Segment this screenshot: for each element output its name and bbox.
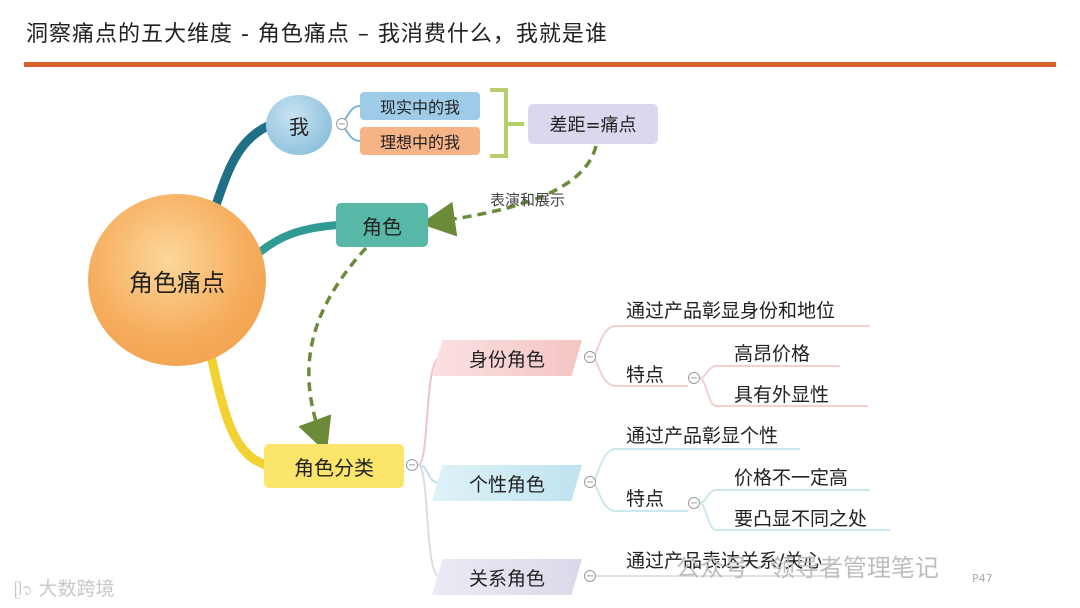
page-number: P47	[972, 572, 993, 585]
watermark-left-text: 大数跨境	[38, 578, 115, 600]
cls-to-relation	[417, 464, 441, 578]
identity-feature-1	[699, 365, 840, 379]
role-node[interactable]: 角色	[336, 203, 428, 247]
personality-role-node[interactable]: 个性角色	[432, 465, 582, 501]
role-to-classification-arrow	[298, 246, 368, 454]
personality-feature-2	[699, 502, 890, 531]
collapse-icon[interactable]: −	[584, 476, 596, 488]
title-divider	[24, 62, 1056, 67]
collapse-icon[interactable]: −	[688, 372, 700, 384]
collapse-icon[interactable]: −	[336, 118, 348, 130]
personality-feature-1	[699, 489, 870, 504]
personality-feature-1: 价格不一定高	[734, 467, 849, 489]
relation-role-node[interactable]: 关系角色	[432, 559, 582, 595]
watermark-right: 公众号 · 领导者管理笔记	[676, 554, 939, 582]
ideal-me-node[interactable]: 理想中的我	[360, 127, 480, 155]
bracket	[490, 88, 524, 158]
identity-feature-label: 特点	[626, 364, 665, 386]
perform-label: 表演和展示	[490, 191, 566, 209]
collapse-icon[interactable]: −	[688, 497, 700, 509]
identity-to-desc	[591, 325, 870, 358]
identity-desc: 通过产品彰显身份和地位	[626, 300, 836, 322]
gap-to-role-arrow	[420, 145, 598, 237]
classification-node[interactable]: 角色分类	[264, 444, 404, 488]
identity-feature-2	[699, 377, 868, 407]
branch-to-classification	[207, 355, 271, 470]
real-me-node[interactable]: 现实中的我	[360, 92, 480, 120]
identity-feature-1: 高昂价格	[734, 343, 811, 365]
identity-role-node[interactable]: 身份角色	[432, 340, 582, 376]
collapse-icon[interactable]: −	[584, 351, 596, 363]
branch-to-me	[211, 121, 273, 210]
identity-feature-2: 具有外显性	[734, 384, 830, 406]
personality-feature-label: 特点	[626, 488, 665, 510]
branch-to-role	[256, 221, 342, 256]
personality-desc: 通过产品彰显个性	[626, 425, 779, 447]
page-title: 洞察痛点的五大维度 - 角色痛点 – 我消费什么，我就是谁	[26, 22, 608, 47]
personality-feature-2: 要凸显不同之处	[734, 508, 868, 530]
gap-node[interactable]: 差距=痛点	[528, 104, 658, 144]
collapse-icon[interactable]: −	[584, 570, 596, 582]
me-node[interactable]: 我	[266, 95, 332, 155]
relation-desc: 通过产品表达关系/关心	[626, 550, 823, 572]
watermark-logo-icon: ᥫ᭡	[14, 580, 33, 599]
cls-to-identity	[417, 357, 441, 466]
collapse-icon[interactable]: −	[406, 459, 418, 471]
watermark-left: ᥫ᭡ 大数跨境	[14, 574, 115, 607]
central-node[interactable]: 角色痛点	[88, 194, 266, 366]
